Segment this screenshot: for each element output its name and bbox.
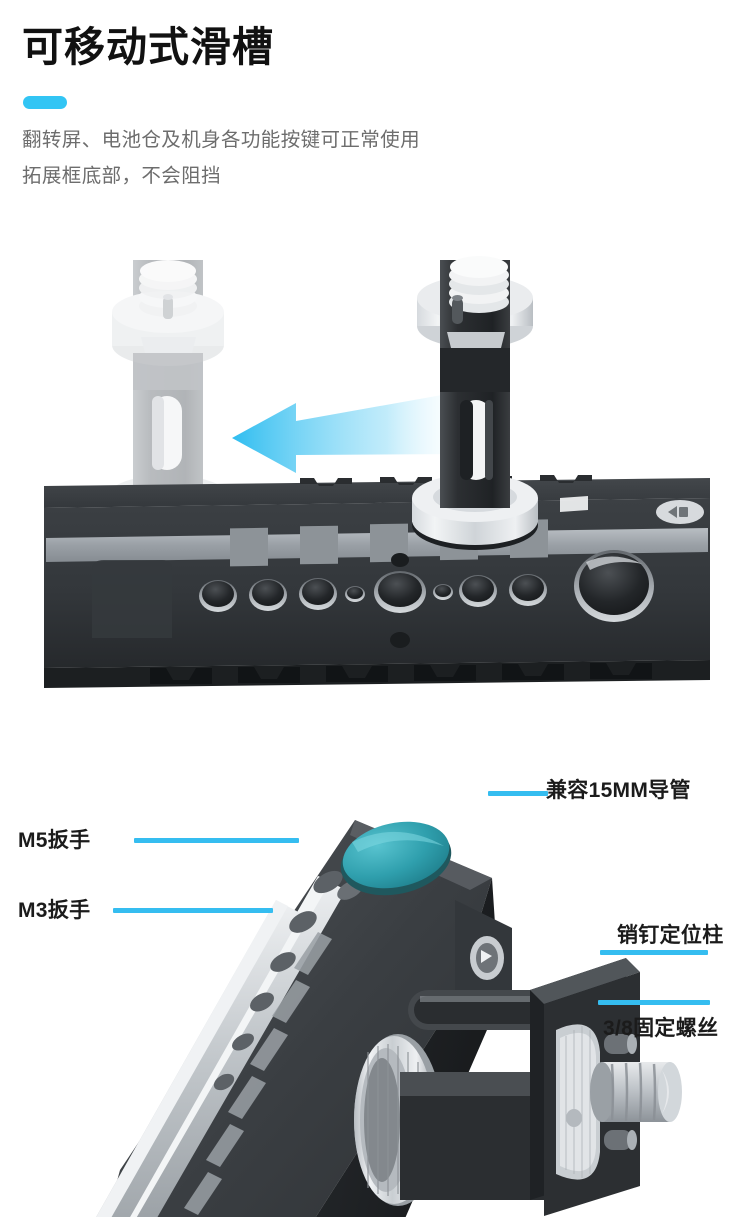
callout-label-m5: M5扳手 <box>18 829 91 852</box>
figure-movable-slot <box>0 240 750 690</box>
active-screw-assembly <box>412 256 538 550</box>
thumbscrew-thread <box>449 256 509 313</box>
callout-line-rod <box>488 791 548 796</box>
direction-indicator-icon <box>656 500 704 524</box>
locating-pin-lower-icon <box>604 1130 637 1150</box>
grip-chevrons <box>184 932 332 1215</box>
subtitle-line-1: 翻转屏、电池仓及机身各功能按键可正常使用 <box>22 129 421 151</box>
callout-label-screw: 3/8固定螺丝 <box>603 1017 719 1040</box>
subtitle-block: 翻转屏、电池仓及机身各功能按键可正常使用 拓展框底部，不会阻挡 <box>22 122 642 194</box>
rail-illustration <box>44 256 710 688</box>
callout-label-pin: 销钉定位柱 <box>617 924 724 947</box>
callout-line-screw <box>598 1000 710 1005</box>
mounting-holes <box>199 550 654 648</box>
figure-clamp-parts <box>0 700 750 1217</box>
locating-pin-upper-icon <box>604 1034 637 1054</box>
threaded-screw-38-icon <box>590 1062 682 1122</box>
accent-bar-divider <box>23 96 67 109</box>
callout-line-pin <box>600 950 708 955</box>
callout-line-m5 <box>134 838 299 843</box>
page-title: 可移动式滑槽 <box>22 24 274 70</box>
locating-pin-icon <box>452 295 463 324</box>
m3-wrench-bar <box>96 900 302 1217</box>
knurled-insert <box>556 1024 600 1180</box>
rail-baseplate <box>44 475 710 688</box>
callout-label-rod: 兼容15MM导管 <box>546 779 691 802</box>
callout-line-m3 <box>113 908 273 913</box>
motion-arrow-icon <box>232 390 470 473</box>
ghost-screw-assembly <box>106 260 230 539</box>
rod-hole-15mm <box>340 821 452 896</box>
callout-label-m3: M3扳手 <box>18 899 91 922</box>
channel-screw-heads <box>213 870 363 1091</box>
clamp-illustration <box>96 820 682 1217</box>
clamp-arm <box>400 990 560 1200</box>
end-block-assembly <box>530 958 682 1216</box>
subtitle-line-2: 拓展框底部，不会阻挡 <box>22 165 222 187</box>
header-section: 可移动式滑槽 翻转屏、电池仓及机身各功能按键可正常使用 拓展框底部，不会阻挡 <box>0 0 750 215</box>
